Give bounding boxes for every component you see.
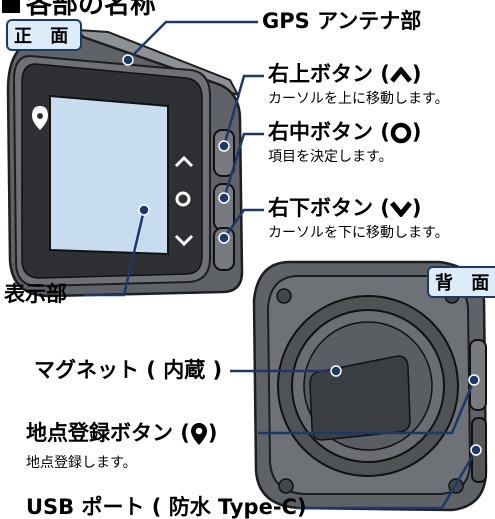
ok-mark-icon — [175, 191, 191, 207]
front-view-tag: 正 面 — [6, 19, 83, 51]
front-device — [6, 28, 244, 298]
display-screen — [49, 94, 169, 256]
up-mark-icon — [174, 155, 194, 168]
down-mark-icon — [174, 234, 194, 247]
right-up-button-desc: カーソルを上に移動します。 — [268, 91, 449, 107]
back-device — [252, 260, 488, 512]
back-view-tag: 背 面 — [427, 266, 495, 298]
leader-lines — [84, 20, 478, 510]
circle-icon — [390, 122, 412, 144]
caret-up-icon — [389, 67, 412, 83]
caret-down-icon — [389, 201, 412, 217]
leader-dots — [122, 54, 482, 456]
usb-port-label: USB ポート ( 防水 Type-C) — [26, 495, 307, 519]
display-label: 表示部 — [4, 282, 67, 306]
right-down-button-label: 右下ボタン () — [268, 196, 422, 220]
waypoint-button-desc: 地点登録します。 — [26, 455, 137, 471]
heading-square-icon — [2, 0, 20, 13]
section-heading: 各部の名称 — [2, 0, 156, 21]
map-pin-icon — [190, 423, 207, 445]
gps-antenna-label: GPS アンテナ部 — [262, 9, 422, 33]
right-mid-button-desc: 項目を決定します。 — [268, 149, 393, 165]
right-up-button-label: 右上ボタン () — [268, 62, 422, 86]
right-mid-button-label: 右中ボタン () — [268, 120, 422, 144]
waypoint-button-label: 地点登録ボタン () — [26, 421, 218, 445]
magnet-label: マグネット ( 内蔵 ) — [34, 358, 223, 382]
right-down-button-desc: カーソルを下に移動します。 — [268, 225, 449, 241]
